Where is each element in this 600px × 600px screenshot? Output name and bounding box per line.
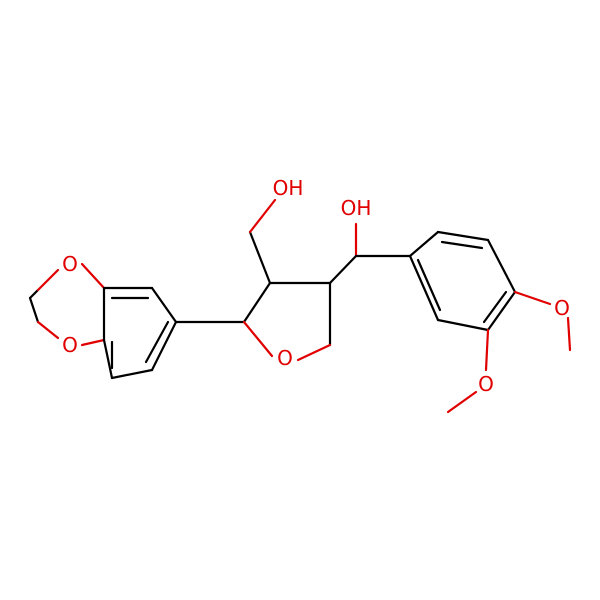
bond: [436, 230, 490, 242]
bond: [80, 262, 106, 290]
dioxole-oxygen-bottom-label: O: [62, 333, 78, 357]
bond: [242, 320, 274, 358]
dimethoxyphenyl-ring: [408, 230, 517, 332]
bond: [408, 230, 440, 258]
bond: [484, 328, 490, 372]
hydroxymethyl-group: [248, 198, 277, 285]
bond: [296, 343, 332, 362]
bond: [248, 198, 277, 234]
bond: [102, 338, 114, 380]
bond: [80, 338, 106, 347]
bond: [150, 286, 178, 324]
tetrahydrofuran-ring: [242, 281, 332, 362]
methoxy-groups: [446, 290, 572, 414]
bond: [440, 240, 484, 250]
bond: [150, 320, 178, 372]
bond: [28, 288, 40, 300]
methoxy-para-oxygen-label: O: [554, 296, 570, 320]
bond: [144, 320, 170, 364]
methoxy-meta-oxygen-label: O: [478, 372, 494, 396]
bond: [28, 296, 40, 324]
bond: [436, 318, 490, 332]
bond: [242, 281, 272, 324]
benzodioxole-benzene-ring: [102, 286, 178, 380]
methine-oh-label: OH: [341, 196, 372, 220]
bond: [482, 290, 508, 324]
bond: [36, 320, 60, 340]
bond: [416, 258, 442, 312]
dioxole-oxygen-top-label: O: [62, 252, 78, 276]
bond: [446, 390, 478, 414]
bond: [513, 290, 552, 306]
bond: [110, 368, 154, 380]
bond: [408, 254, 440, 322]
bond: [248, 230, 272, 285]
ring-oxygen-label: O: [277, 346, 293, 370]
bond: [328, 254, 358, 285]
bond: [486, 238, 517, 294]
hydroxy-methine-group: [328, 222, 412, 285]
dioxole-ring: [28, 262, 106, 347]
bond: [566, 316, 572, 352]
hydroxymethyl-oh-label: OH: [273, 176, 304, 200]
bond: [486, 290, 517, 332]
bond: [36, 268, 60, 292]
